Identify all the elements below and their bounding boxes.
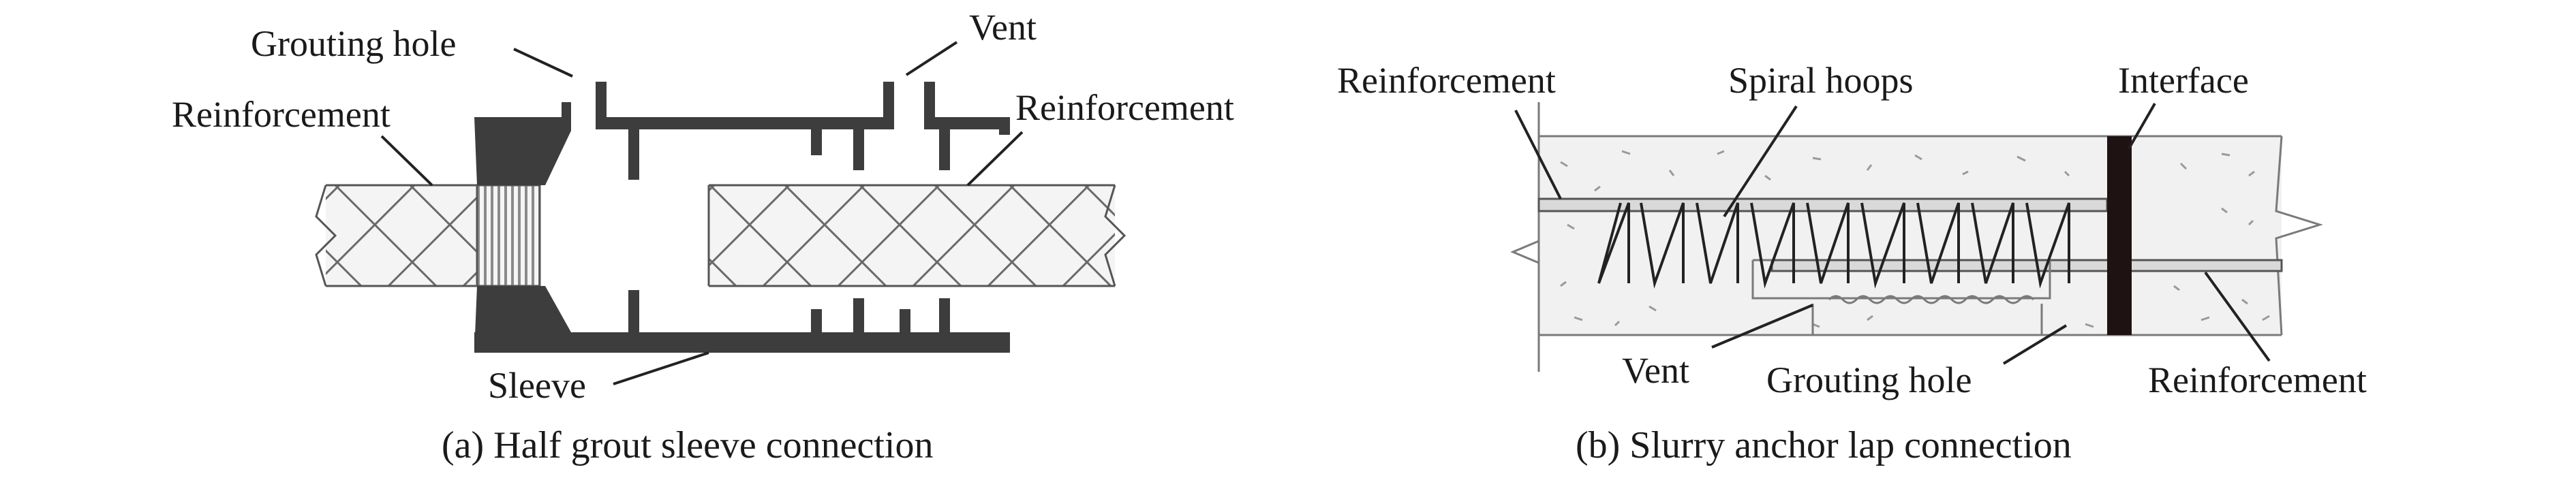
reinforcement-top-label: Reinforcement: [1337, 60, 1556, 101]
reinforcement-left-leader: [380, 135, 433, 187]
reinforcement-bottom-label: Reinforcement: [2148, 360, 2367, 400]
caption-b: (b) Slurry anchor lap connection: [1576, 424, 2072, 466]
sleeve-leader: [613, 351, 709, 385]
grout-channel: [1751, 259, 2051, 335]
panel-a-half-grout-sleeve: Grouting hole Vent Reinforcement Reinfor…: [172, 7, 1234, 466]
grouting-hole-b-label: Grouting hole: [1766, 360, 1972, 400]
grout-surface: [1828, 295, 2035, 304]
vent-b-label: Vent: [1622, 350, 1689, 391]
reinforcement-right-leader: [966, 131, 1024, 187]
interface-label: Interface: [2118, 60, 2249, 101]
caption-a: (a) Half grout sleeve connection: [442, 424, 933, 466]
reinforcement-left-label: Reinforcement: [172, 94, 390, 135]
interface-plate: [2107, 136, 2132, 335]
reinforcement-bottom-leader: [2204, 271, 2271, 362]
vent-label: Vent: [969, 7, 1037, 48]
grouting-hole-leader: [513, 48, 573, 78]
concrete-texture: [1560, 150, 2270, 328]
reinforcement-top-leader: [1514, 110, 1562, 200]
panel-b-slurry-anchor-lap: Reinforcement Spiral hoops Interface Ven…: [1337, 60, 2367, 466]
spiral-hoops: [1597, 202, 2070, 289]
vent-leader: [905, 41, 958, 76]
right-reinforcement-bar: [707, 184, 1126, 287]
sleeve-label: Sleeve: [488, 365, 586, 406]
threaded-section: [476, 184, 541, 287]
grouting-hole-label: Grouting hole: [251, 23, 456, 64]
left-reinforcement-bar: [315, 184, 477, 287]
sleeve-body: [474, 82, 1010, 353]
spiral-hoops-leader: [1723, 105, 1798, 218]
interface-leader: [2128, 103, 2156, 149]
concrete-block: [1510, 102, 2324, 372]
grouting-hole-b-leader: [2002, 324, 2068, 365]
reinforcement-right-label: Reinforcement: [1015, 87, 1234, 128]
upper-reinforcement-bar: [1537, 197, 2109, 212]
vent-b-leader: [1711, 304, 1813, 349]
spiral-hoops-label: Spiral hoops: [1728, 60, 1914, 101]
